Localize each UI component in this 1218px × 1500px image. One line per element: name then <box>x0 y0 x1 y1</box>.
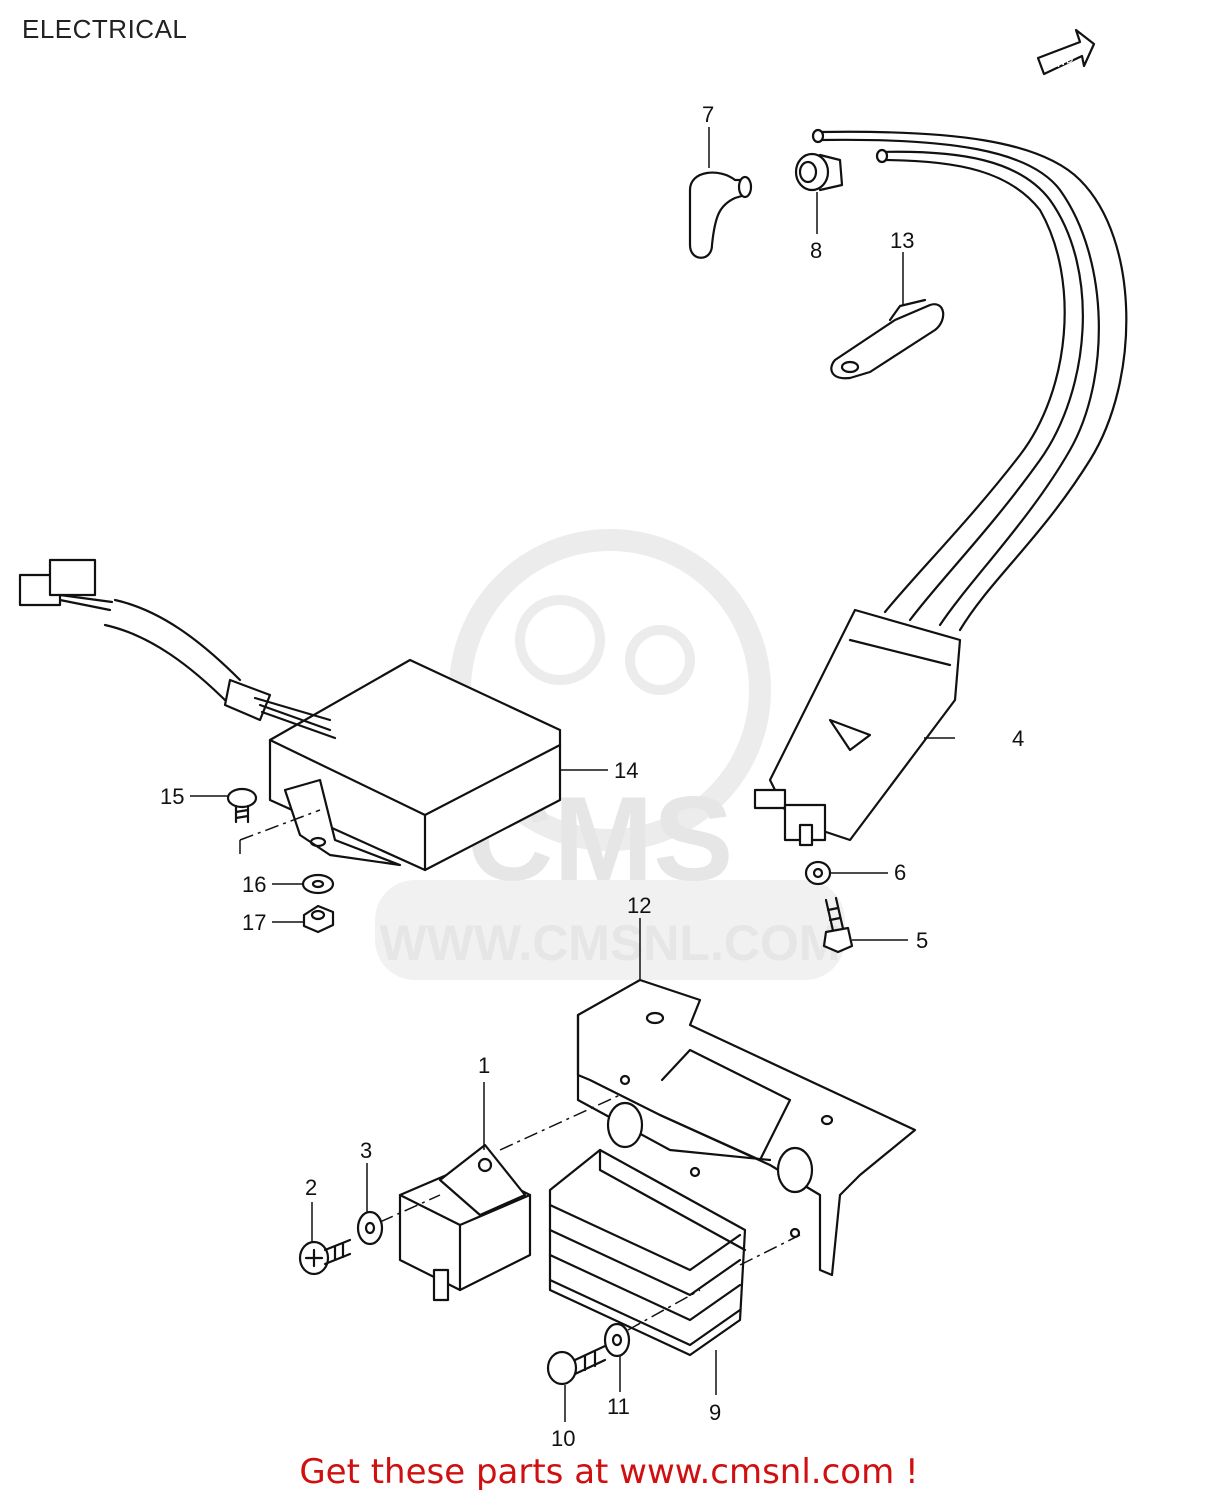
footer-link[interactable]: Get these parts at www.cmsnl.com ! <box>299 1452 919 1492</box>
screw-2 <box>298 1238 352 1276</box>
cdi-unit <box>18 558 562 872</box>
regulator-rectifier <box>548 1148 801 1357</box>
callout-2: 2 <box>305 1175 317 1200</box>
callout-12: 12 <box>627 893 651 918</box>
watermark-url: WWW.CMSNL.COM <box>379 915 840 971</box>
callout-8: 8 <box>810 238 822 263</box>
callout-4: 4 <box>1012 726 1024 751</box>
wire-clamp <box>830 298 945 380</box>
watermark: CMS WWW.CMSNL.COM <box>375 529 845 980</box>
washer-3 <box>356 1210 384 1246</box>
page-title: ELECTRICAL <box>22 14 188 44</box>
callout-3: 3 <box>360 1138 372 1163</box>
screw-10 <box>546 1344 607 1386</box>
callout-17: 17 <box>242 910 266 935</box>
washer-11 <box>603 1322 631 1358</box>
callout-10: 10 <box>551 1426 575 1451</box>
washer-16 <box>301 873 335 895</box>
callout-9: 9 <box>709 1400 721 1425</box>
callout-15: 15 <box>160 784 184 809</box>
callout-1: 1 <box>478 1053 490 1078</box>
relay <box>398 1143 532 1302</box>
callout-5: 5 <box>916 928 928 953</box>
callout-6: 6 <box>894 860 906 885</box>
fwd-arrow-icon: FWD <box>1036 28 1096 76</box>
callout-7: 7 <box>702 102 714 127</box>
nut-17 <box>302 904 335 934</box>
callout-14: 14 <box>614 758 638 783</box>
spark-plug-cap <box>688 171 753 259</box>
rubber-seal <box>794 152 844 192</box>
washer-6 <box>804 860 832 886</box>
callout-11: 11 <box>607 1394 630 1419</box>
mounting-bracket <box>576 978 917 1277</box>
callout-13: 13 <box>890 228 914 253</box>
callout-16: 16 <box>242 872 266 897</box>
ignition-coil <box>753 128 1128 847</box>
screw-15 <box>226 787 258 824</box>
bolt-5 <box>822 896 854 954</box>
